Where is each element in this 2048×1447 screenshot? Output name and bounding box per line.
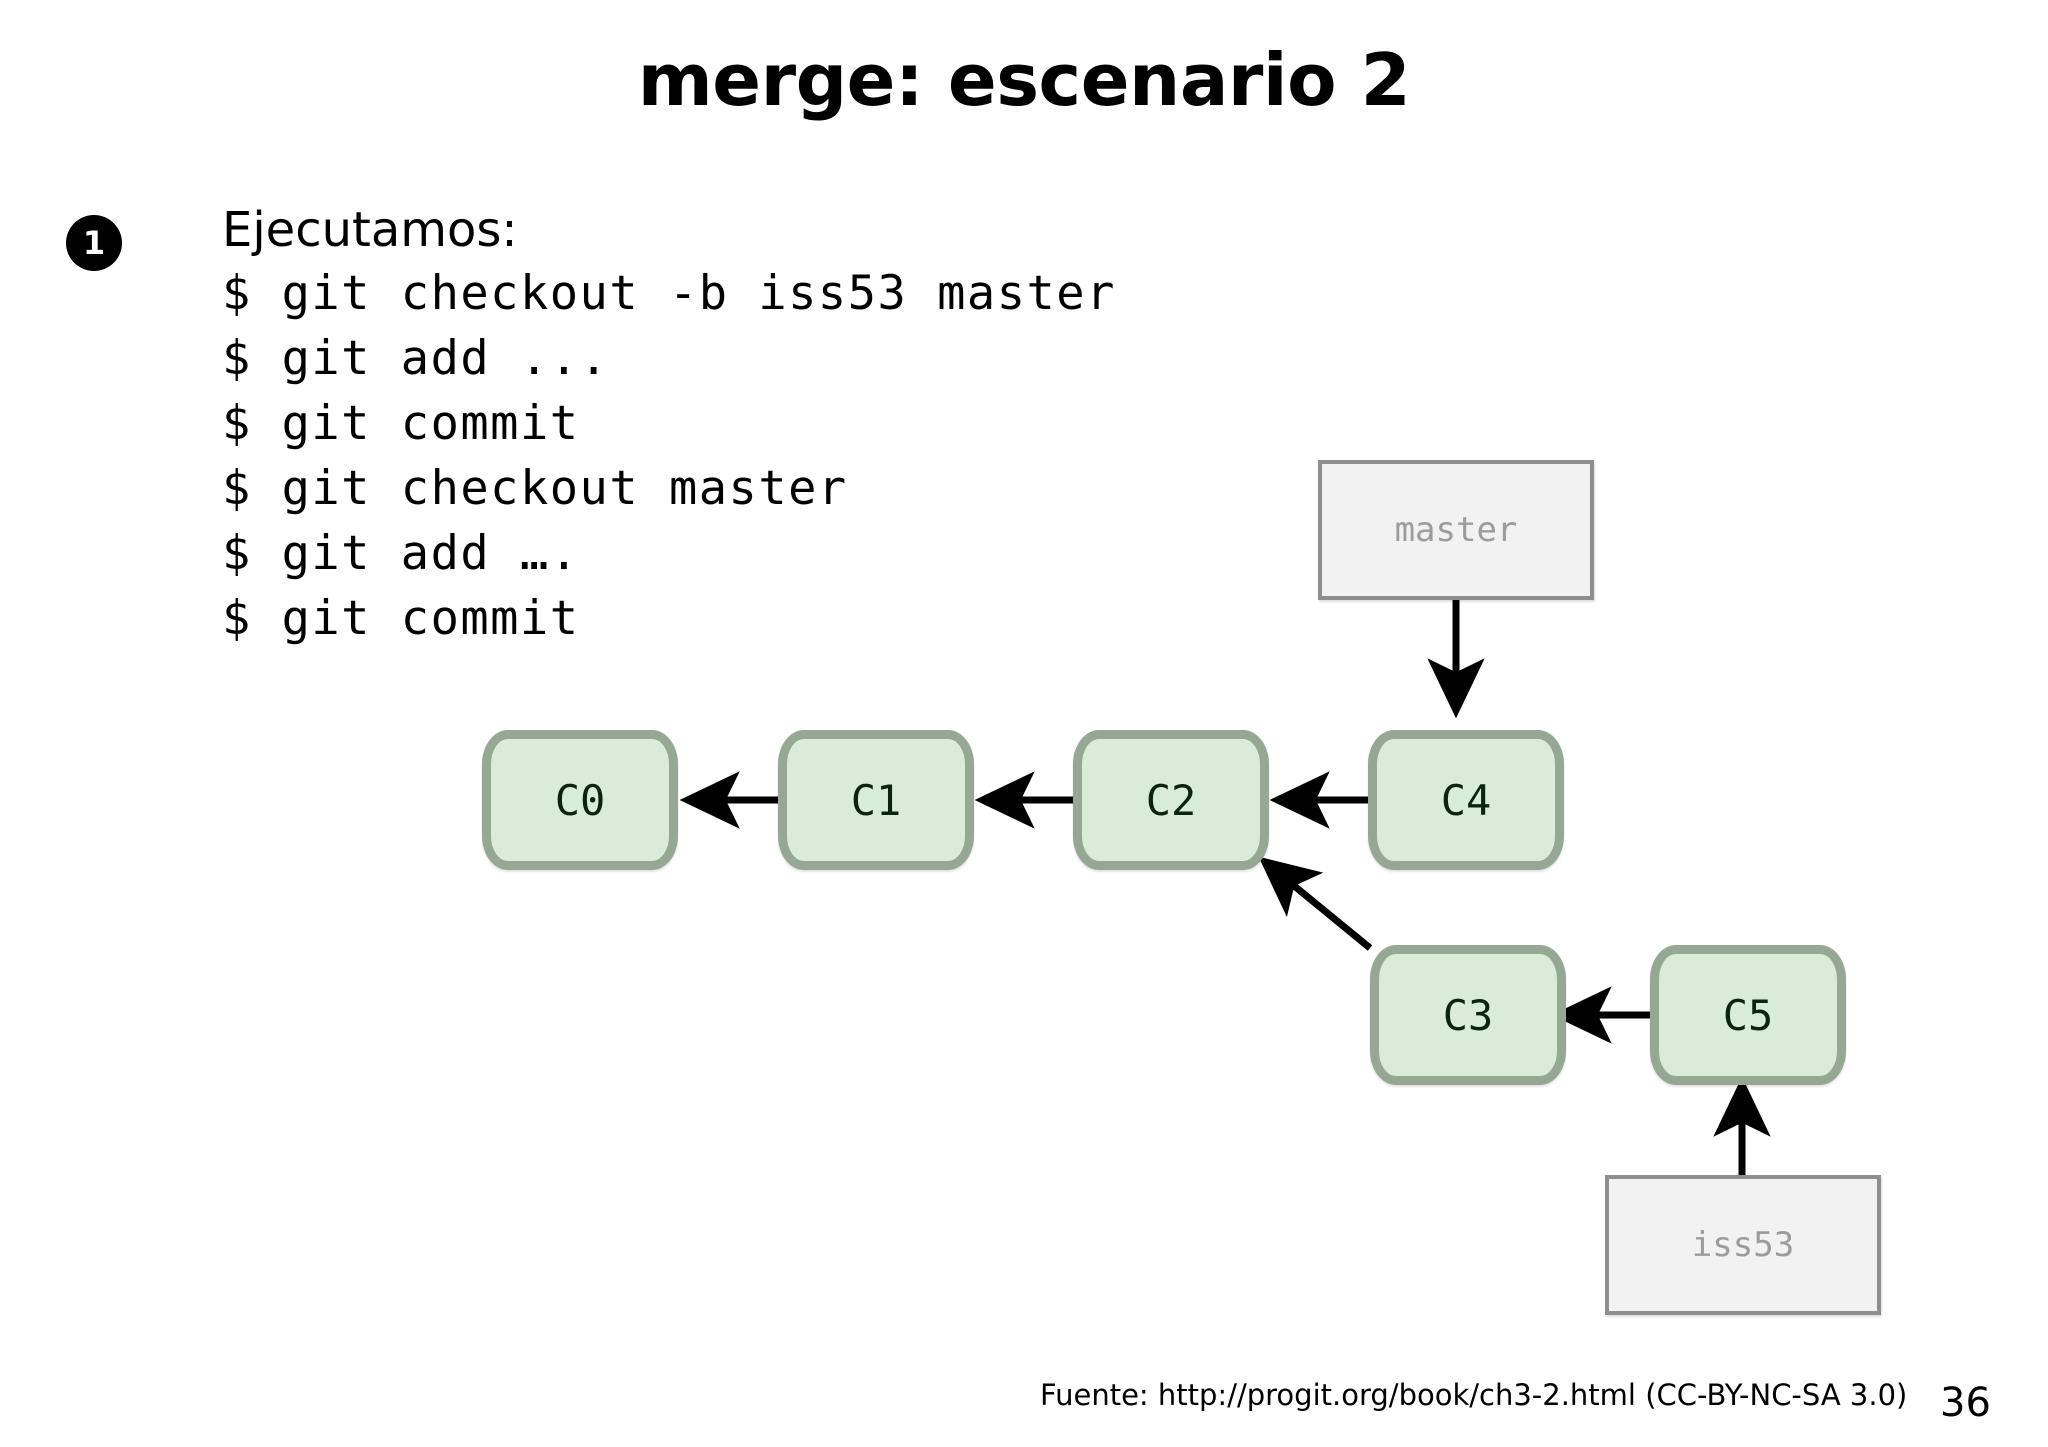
command-line-5: $ git add …. [222, 525, 580, 581]
command-line-6: $ git commit [222, 590, 580, 646]
command-line-3: $ git commit [222, 395, 580, 451]
commit-node-c4[interactable]: C4 [1368, 730, 1564, 870]
commit-node-c2[interactable]: C2 [1073, 730, 1269, 870]
commit-label-c3: C3 [1442, 990, 1494, 1040]
instruction-block: Ejecutamos: $ git checkout -b iss53 mast… [222, 202, 1322, 651]
commit-node-c1[interactable]: C1 [778, 730, 974, 870]
branch-label-master[interactable]: master [1318, 460, 1594, 600]
commit-label-c4: C4 [1440, 775, 1492, 825]
commit-node-c3[interactable]: C3 [1370, 945, 1566, 1085]
commit-label-c2: C2 [1145, 775, 1197, 825]
branch-label-iss53-text: iss53 [1691, 1225, 1795, 1265]
commit-node-c5[interactable]: C5 [1650, 945, 1846, 1085]
bullet-number-1: 1 [66, 215, 122, 271]
command-line-2: $ git add ... [222, 330, 610, 386]
branch-label-iss53[interactable]: iss53 [1605, 1175, 1881, 1315]
commit-label-c0: C0 [554, 775, 606, 825]
commit-label-c1: C1 [850, 775, 902, 825]
instruction-label: Ejecutamos: [222, 202, 518, 258]
source-attribution: Fuente: http://progit.org/book/ch3-2.htm… [1040, 1378, 1908, 1412]
arrow-c3-to-c2 [1258, 856, 1373, 951]
page-number: 36 [1940, 1380, 1991, 1426]
command-line-1: $ git checkout -b iss53 master [222, 265, 1116, 321]
page-title: merge: escenario 2 [637, 38, 1411, 122]
commit-label-c5: C5 [1722, 990, 1774, 1040]
commit-node-c0[interactable]: C0 [482, 730, 678, 870]
command-line-4: $ git checkout master [222, 460, 848, 516]
branch-label-master-text: master [1394, 510, 1518, 550]
